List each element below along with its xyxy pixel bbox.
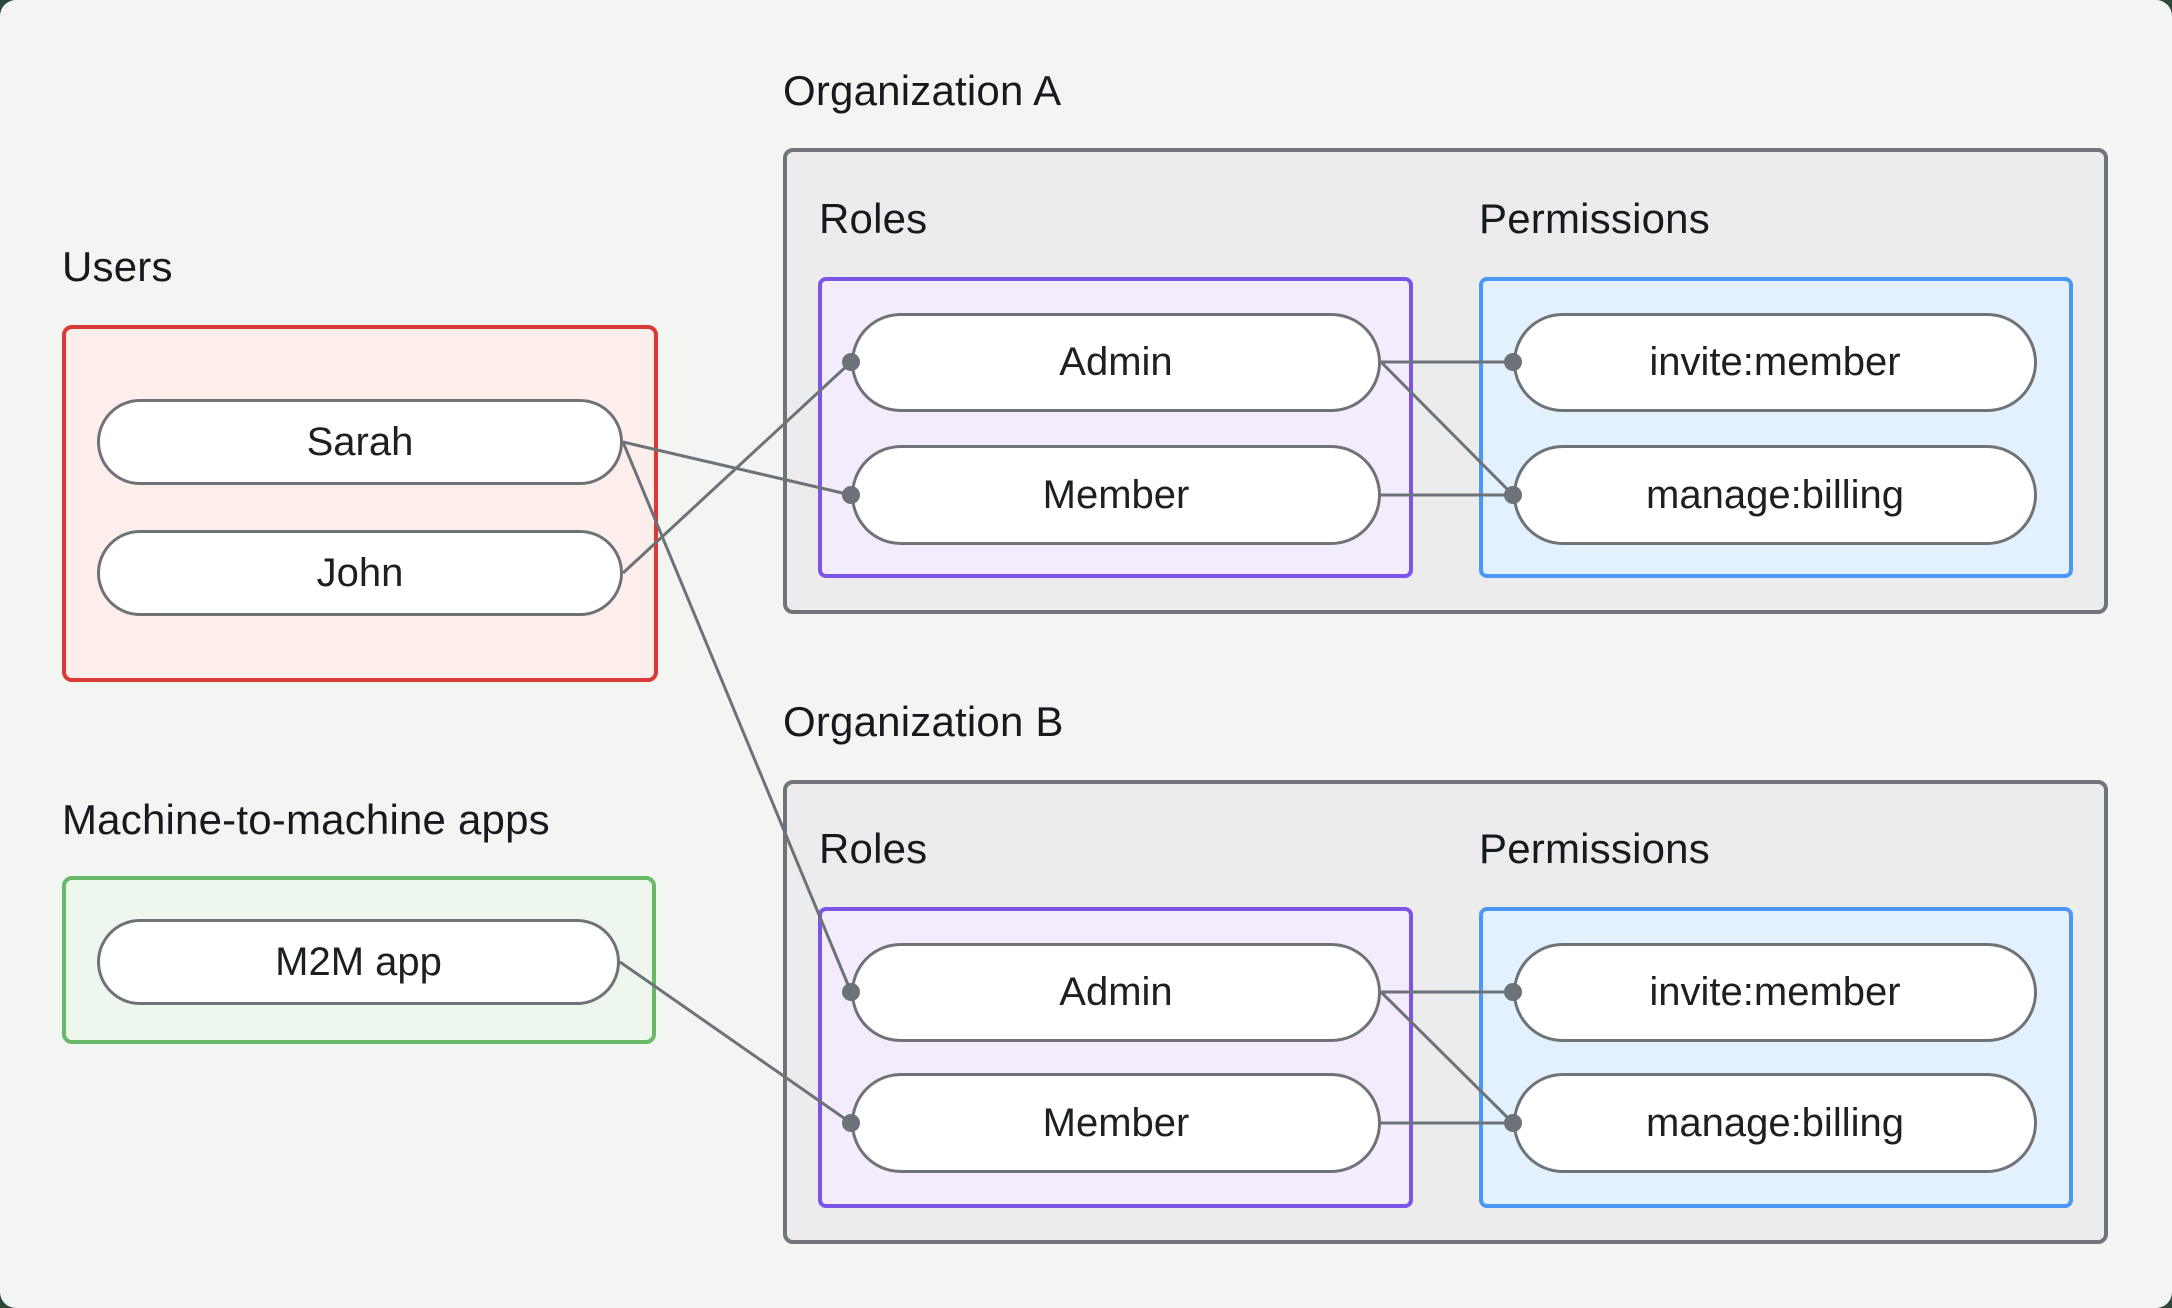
org-a-permission-manage-billing: manage:billing xyxy=(1513,445,2037,545)
org-b-permission-manage-billing: manage:billing xyxy=(1513,1073,2037,1173)
org-a-role-member: Member xyxy=(851,445,1381,545)
org-a-role-admin: Admin xyxy=(851,313,1381,412)
user-node-sarah: Sarah xyxy=(97,399,623,485)
org-b-permission-invite-member: invite:member xyxy=(1513,943,2037,1042)
users-group-box xyxy=(62,325,658,682)
org-b-role-admin: Admin xyxy=(851,943,1381,1042)
m2m-node-app: M2M app xyxy=(97,919,620,1005)
org-a-label: Organization A xyxy=(783,67,1062,114)
org-b-permissions-label: Permissions xyxy=(1479,825,1710,872)
org-a-permission-invite-member: invite:member xyxy=(1513,313,2037,412)
m2m-group-label: Machine-to-machine apps xyxy=(62,796,550,843)
org-b-role-member: Member xyxy=(851,1073,1381,1173)
org-a-roles-label: Roles xyxy=(819,195,928,242)
org-b-label: Organization B xyxy=(783,698,1064,745)
users-group-label: Users xyxy=(62,243,173,290)
user-node-john: John xyxy=(97,530,623,616)
org-b-roles-label: Roles xyxy=(819,825,928,872)
org-a-permissions-label: Permissions xyxy=(1479,195,1710,242)
